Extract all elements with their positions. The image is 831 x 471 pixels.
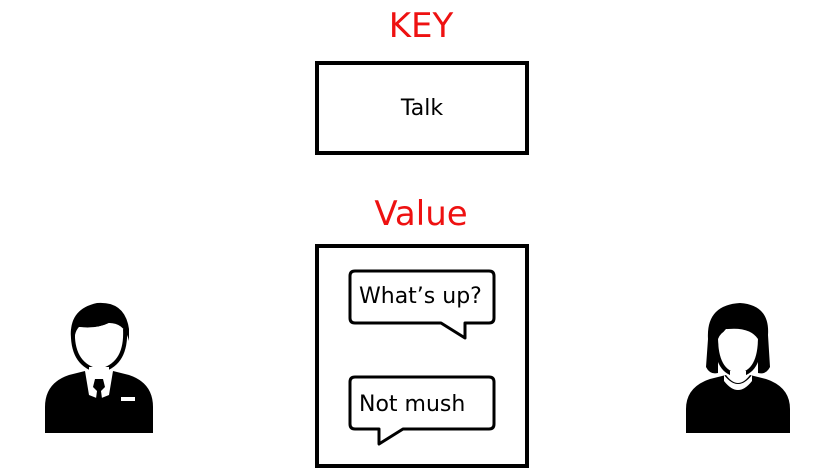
woman-icon bbox=[678, 299, 798, 439]
speech-bubble-2: Not mush bbox=[347, 374, 497, 450]
speech-bubble-1: What’s up? bbox=[347, 268, 497, 344]
key-title: KEY bbox=[388, 6, 454, 46]
message-text-2: Not mush bbox=[359, 392, 466, 417]
man-in-suit-icon bbox=[39, 299, 159, 439]
value-title: Value bbox=[374, 194, 468, 234]
key-box: Talk bbox=[315, 61, 529, 155]
speech-bubble-shape bbox=[348, 269, 496, 340]
key-text: Talk bbox=[400, 95, 444, 121]
message-text-1: What’s up? bbox=[359, 284, 482, 309]
speech-bubble-shape bbox=[348, 375, 496, 446]
